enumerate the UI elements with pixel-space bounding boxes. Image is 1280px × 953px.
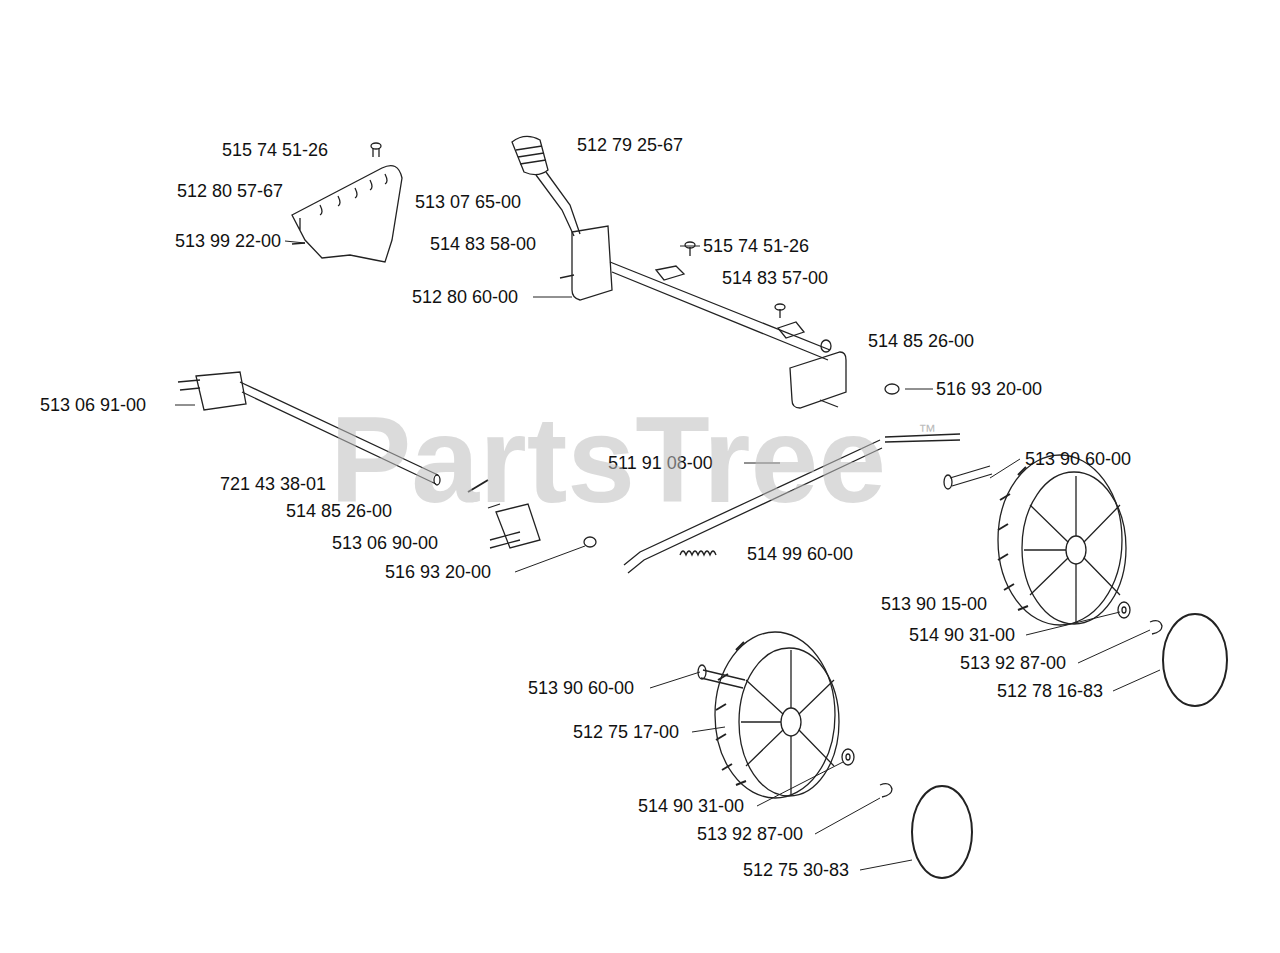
- part-number: 512 78 16-83: [997, 680, 1103, 702]
- trademark: ™: [918, 420, 936, 442]
- part-number: 512 75 17-00: [573, 721, 679, 743]
- washer: [584, 537, 596, 547]
- part-number: 721 43 38-01: [220, 473, 326, 495]
- part-number: 516 93 20-00: [936, 378, 1042, 400]
- part-number: 513 90 15-00: [881, 593, 987, 615]
- pin: [292, 243, 305, 244]
- fasteners: [842, 602, 1162, 797]
- part-number: 513 06 91-00: [40, 394, 146, 416]
- wheel: [715, 632, 839, 798]
- spring: [680, 551, 716, 555]
- clips: [656, 242, 804, 338]
- wheel: [998, 455, 1126, 625]
- part-number: 512 80 60-00: [412, 286, 518, 308]
- washer: [885, 384, 899, 394]
- adjust-plate: [292, 166, 402, 262]
- part-number: 513 99 22-00: [175, 230, 281, 252]
- part-number: 515 74 51-26: [222, 139, 328, 161]
- part-number: 514 83 58-00: [430, 233, 536, 255]
- hubcap-ring: [1163, 614, 1227, 706]
- part-number: 513 92 87-00: [960, 652, 1066, 674]
- part-number: 515 74 51-26: [703, 235, 809, 257]
- part-number: 513 06 90-00: [332, 532, 438, 554]
- part-number: 513 07 65-00: [415, 191, 521, 213]
- part-number: 513 90 60-00: [528, 677, 634, 699]
- part-number: 514 83 57-00: [722, 267, 828, 289]
- screw: [371, 143, 381, 157]
- part-number: 513 90 60-00: [1025, 448, 1131, 470]
- part-number: 512 80 57-67: [177, 180, 283, 202]
- part-number: 514 90 31-00: [909, 624, 1015, 646]
- part-number: 514 99 60-00: [747, 543, 853, 565]
- leader-lines: [175, 241, 1160, 870]
- part-number: 514 90 31-00: [638, 795, 744, 817]
- part-number: 516 93 20-00: [385, 561, 491, 583]
- rear-axle: [610, 262, 846, 408]
- part-number: 513 92 87-00: [697, 823, 803, 845]
- part-number: 512 75 30-83: [743, 859, 849, 881]
- lever: [512, 136, 612, 300]
- part-number: 514 85 26-00: [868, 330, 974, 352]
- watermark: PartsTree: [330, 395, 886, 525]
- part-number: 512 79 25-67: [577, 134, 683, 156]
- hubcap-ring: [912, 786, 972, 878]
